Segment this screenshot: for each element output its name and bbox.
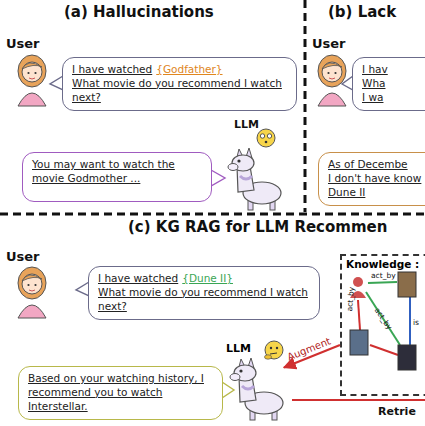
node-text: I don't have know [328, 172, 425, 186]
text-label: is [413, 318, 419, 327]
node-text: {Godfather} [156, 63, 222, 75]
llm-agent: LLM [222, 340, 284, 420]
text-label: LLM [234, 118, 259, 131]
node-text: Knowledge : [346, 258, 425, 270]
text-label: act_by [345, 286, 356, 311]
node-text: Wha [362, 77, 425, 91]
text-label: (c) KG RAG for LLM Recommen [128, 218, 387, 236]
speech-bubble: I havWhaI wa [352, 57, 425, 111]
node-text: What movie do you recommend I watch next… [72, 77, 287, 105]
text-label: Retrie [378, 405, 416, 418]
text-label: (b) Lack [328, 3, 396, 21]
node-text: LLM [226, 342, 280, 355]
text-label: act_by [373, 306, 394, 331]
text-label: act_by [371, 271, 396, 280]
node-text: {Dune II} [182, 272, 233, 284]
text-label: (a) Hallucinations [64, 3, 214, 21]
node-text: I wa [362, 91, 425, 105]
node-text: As of Decembe [328, 158, 425, 172]
speech-bubble: I have watched {Dune II} What movie do you… [88, 266, 320, 320]
speech-bubble: You may want to watch the movie Godmothe… [22, 152, 212, 202]
node-text: I have watched [98, 272, 178, 284]
node-text: What movie do you recommend I watch next… [98, 286, 310, 314]
speech-bubble: I have watched {Godfather} What movie do y… [62, 57, 297, 111]
text-label: User [6, 36, 40, 51]
node-text: Based on your watching history, I recomm… [28, 372, 213, 414]
edge-label: Augment [286, 335, 332, 362]
speech-bubble: Based on your watching history, I recomm… [18, 366, 223, 420]
node-text: I hav [362, 63, 425, 77]
node-text: You may want to watch the movie Godmothe… [32, 158, 202, 186]
text-label: User [6, 249, 40, 264]
node-text: I have watched [72, 63, 152, 75]
node-text: Dune II [328, 186, 425, 200]
text-label: User [312, 36, 346, 51]
speech-bubble: As of DecembeI don't have knowDune II [318, 152, 425, 206]
